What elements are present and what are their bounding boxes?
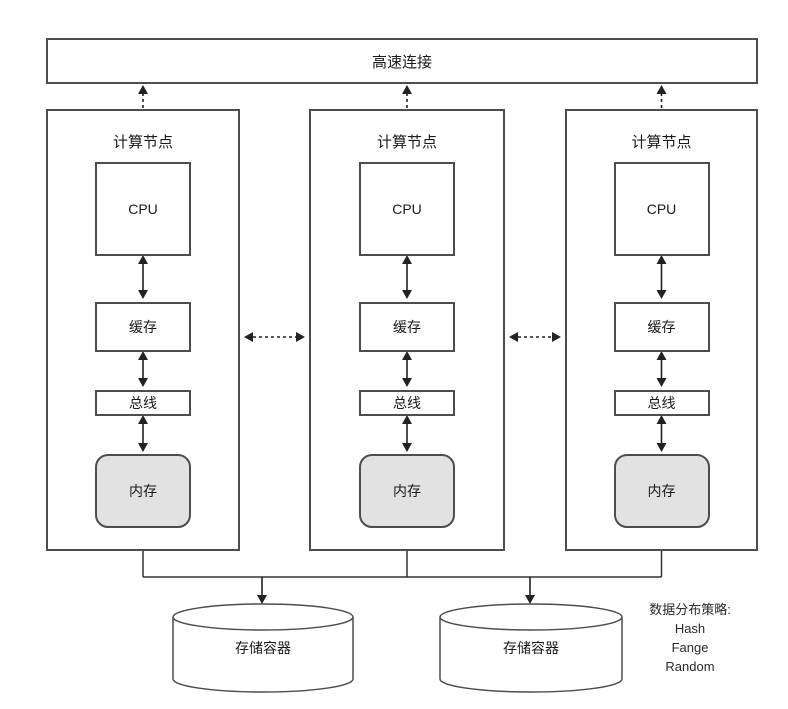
cpu-box: CPU <box>95 162 191 256</box>
compute-node-1: 计算节点 CPU 缓存 总线 内存 <box>46 109 240 551</box>
bus-label: 总线 <box>393 395 421 411</box>
bus-label: 总线 <box>647 395 676 411</box>
cpu-box: CPU <box>359 162 455 256</box>
cache-label: 缓存 <box>129 319 157 335</box>
storage-label-2: 存储容器 <box>503 640 559 656</box>
cpu-label: CPU <box>646 201 677 217</box>
cache-box: 缓存 <box>613 302 710 352</box>
compute-node-label: 计算节点 <box>631 134 692 151</box>
compute-node-3: 计算节点 CPU 缓存 总线 内存 <box>565 109 758 551</box>
cache-label: 缓存 <box>647 319 676 335</box>
strategy-note: 数据分布策略: Hash Fange Random <box>615 600 765 676</box>
strategy-title: 数据分布策略: <box>649 602 731 617</box>
cache-box: 缓存 <box>95 302 191 352</box>
compute-node-label: 计算节点 <box>112 134 173 151</box>
memory-label: 内存 <box>393 483 421 499</box>
bus-box: 总线 <box>359 390 455 416</box>
compute-node-label: 计算节点 <box>376 134 437 151</box>
memory-label: 内存 <box>129 483 157 499</box>
memory-box: 内存 <box>95 454 191 528</box>
interconnect-label: 高速连接 <box>371 53 432 71</box>
memory-box: 内存 <box>613 454 710 528</box>
strategy-item-range: Fange <box>671 640 709 655</box>
cpu-label: CPU <box>128 201 158 217</box>
cylinder-top <box>172 603 354 631</box>
memory-box: 内存 <box>359 454 455 528</box>
bus-box: 总线 <box>95 390 191 416</box>
cache-label: 缓存 <box>393 319 421 335</box>
storage-label-1: 存储容器 <box>235 640 291 656</box>
bus-label: 总线 <box>129 395 157 411</box>
compute-node-2: 计算节点 CPU 缓存 总线 内存 <box>309 109 505 551</box>
memory-label: 内存 <box>647 483 676 499</box>
strategy-item-random: Random <box>665 659 715 674</box>
storage-connector-tree <box>142 551 663 578</box>
cpu-box: CPU <box>613 162 710 256</box>
bus-box: 总线 <box>613 390 710 416</box>
interconnect-box: 高速连接 <box>46 38 758 84</box>
cylinder-top <box>439 603 623 631</box>
cpu-label: CPU <box>392 201 422 217</box>
cache-box: 缓存 <box>359 302 455 352</box>
strategy-item-hash: Hash <box>674 621 706 636</box>
